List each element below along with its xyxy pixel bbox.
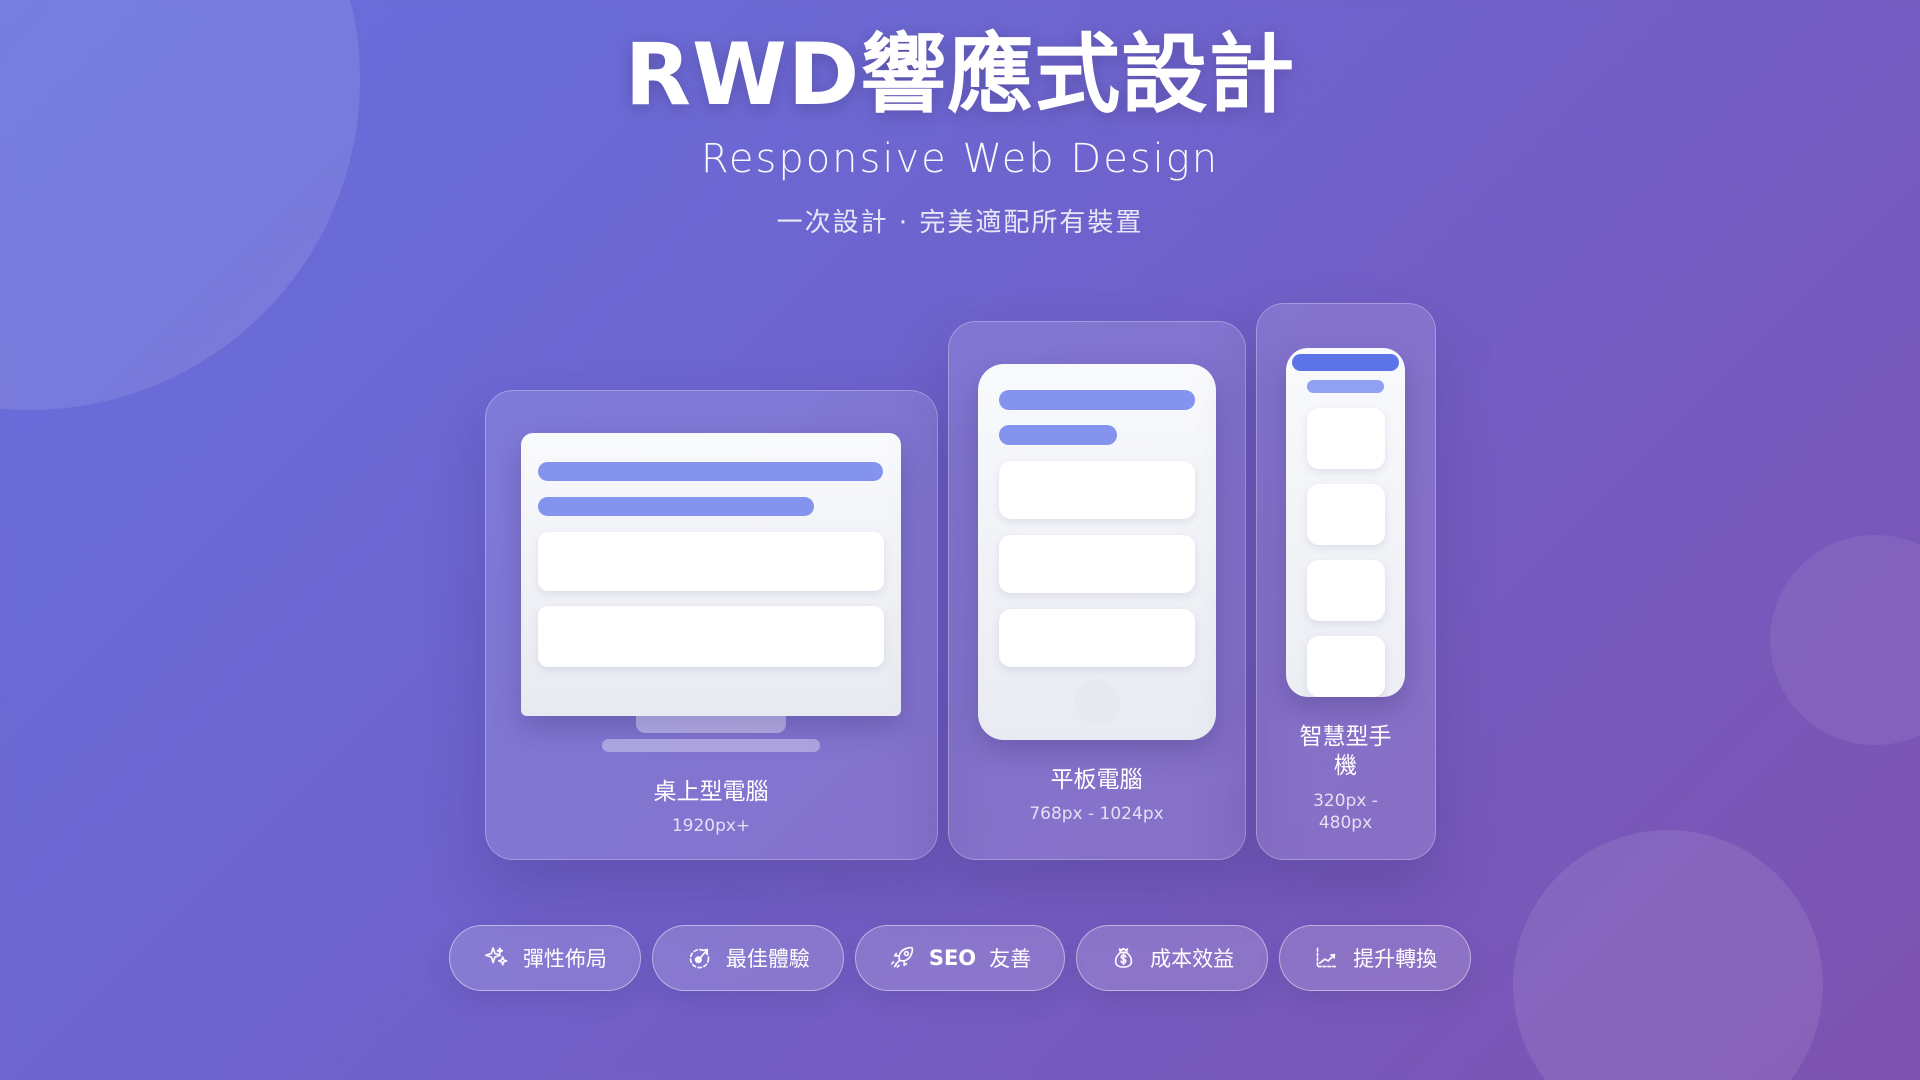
benefit-pill-best-experience[interactable]: 最佳體驗 <box>651 924 844 991</box>
skeleton-content-box <box>538 531 884 591</box>
benefit-pill-seo-friendly[interactable]: SEO 友善 <box>854 924 1066 991</box>
benefit-label: 提升轉換 <box>1353 946 1438 971</box>
device-card-desktop: 桌上型電腦 1920px+ <box>484 389 938 860</box>
phone-mockup <box>1286 347 1405 697</box>
sparkles-icon <box>484 947 508 966</box>
skeleton-content-box <box>1306 407 1385 469</box>
device-card-tablet: 平板電腦 768px - 1024px <box>947 320 1246 860</box>
benefit-label: 彈性佈局 <box>522 946 607 971</box>
desktop-screen-mockup <box>521 432 901 716</box>
page-title: RWD響應式設計 <box>625 22 1295 130</box>
benefit-label: 成本效益 <box>1150 946 1235 971</box>
skeleton-content-box <box>998 534 1195 593</box>
benefit-label: 最佳體驗 <box>725 946 810 971</box>
device-breakpoint-range: 768px - 1024px <box>1029 804 1164 825</box>
skeleton-bar <box>998 424 1117 445</box>
money-bag-icon <box>1114 947 1133 968</box>
benefit-pills-row: 彈性佈局 最佳體驗 SEO 友善 <box>448 924 1472 991</box>
skeleton-bar <box>538 496 814 516</box>
page-subtitle: Responsive Web Design <box>700 135 1220 182</box>
skeleton-content-box <box>1306 559 1385 621</box>
device-breakpoint-range: 320px - 480px <box>1313 791 1378 834</box>
skeleton-bar <box>538 461 883 481</box>
tablet-mockup <box>977 363 1216 740</box>
monitor-base <box>602 738 820 752</box>
benefit-pill-conversion-boost[interactable]: 提升轉換 <box>1279 924 1472 991</box>
skeleton-content-box <box>998 460 1195 519</box>
device-card-phone: 智慧型手機 320px - 480px <box>1255 302 1436 860</box>
page-title-zh: 響應式設計 <box>860 25 1296 125</box>
device-breakpoint-range: 1920px+ <box>671 816 751 837</box>
rocket-icon <box>890 946 914 968</box>
device-name: 桌上型電腦 <box>653 778 769 805</box>
page-title-en: RWD <box>624 25 861 125</box>
benefit-pill-flexible-layout[interactable]: 彈性佈局 <box>448 924 641 991</box>
device-name: 智慧型手機 <box>1299 723 1392 780</box>
phone-header-bar <box>1292 353 1399 371</box>
benefit-label-bold: SEO <box>928 945 977 970</box>
skeleton-content-box <box>1306 483 1385 545</box>
benefit-label: 友善 <box>989 946 1032 971</box>
monitor-stand <box>636 715 786 733</box>
skeleton-content-box <box>998 608 1195 667</box>
device-cards-row: 桌上型電腦 1920px+ 平板電腦 768px - 1024px <box>484 302 1436 860</box>
benefit-pill-cost-effective[interactable]: 成本效益 <box>1076 924 1269 991</box>
skeleton-bar <box>998 389 1195 410</box>
page-tagline: 一次設計 · 完美適配所有裝置 <box>776 207 1144 238</box>
tablet-home-button <box>1073 678 1120 725</box>
target-icon <box>689 948 710 969</box>
skeleton-content-box <box>538 605 884 667</box>
device-name: 平板電腦 <box>1050 766 1143 793</box>
chart-up-icon <box>1316 947 1338 968</box>
skeleton-content-box <box>1306 635 1385 697</box>
skeleton-bar <box>1307 379 1384 393</box>
